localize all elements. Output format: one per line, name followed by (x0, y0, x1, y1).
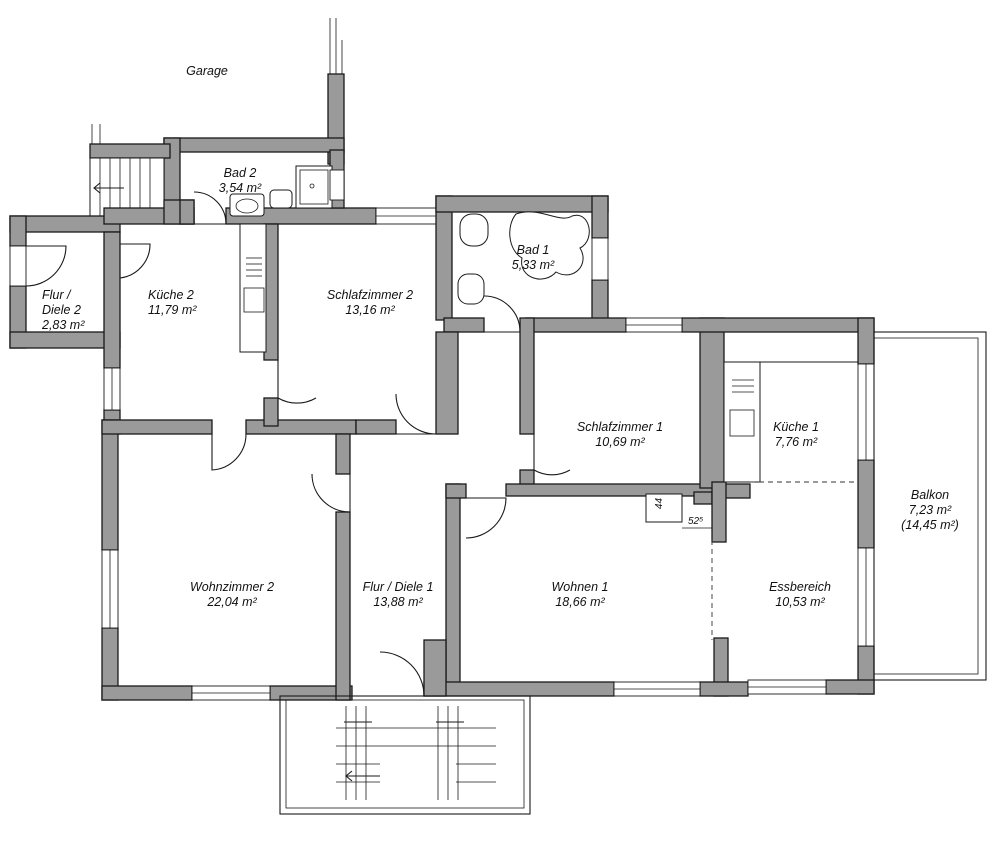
room-area: 2,83 m² (42, 318, 85, 332)
room-area: 18,66 m² (555, 595, 605, 609)
kueche-1-counter (723, 361, 858, 483)
room-bad-2: Bad 2 3,54 m² (219, 166, 261, 196)
garage-label: Garage (186, 64, 228, 78)
garage-wall (89, 18, 345, 209)
room-schlafzimmer-2: Schlafzimmer 2 13,16 m² (327, 288, 413, 318)
room-essbereich: Essbereich 10,53 m² (769, 580, 831, 610)
room-kueche-2: Küche 2 11,79 m² (148, 288, 196, 318)
door-swings (25, 191, 571, 697)
open-plan-divisions (711, 481, 858, 640)
room-area: 13,16 m² (345, 303, 395, 317)
kueche-2-counter (239, 223, 267, 353)
room-name: Küche 1 (773, 420, 819, 434)
windows-left-wing (9, 207, 437, 701)
room-area: 7,76 m² (774, 435, 818, 449)
room-name: Flur / Diele 1 (362, 580, 434, 594)
room-name: Wohnzimmer 2 (189, 580, 275, 594)
room-name: Bad 1 (516, 243, 550, 257)
walls-left-wing (9, 199, 377, 701)
chimney (645, 493, 712, 529)
room-area: 13,88 m² (373, 595, 423, 609)
chimney-width-dimension: 52⁵ (688, 516, 704, 527)
room-area: 10,53 m² (775, 595, 825, 609)
room-area: 7,23 m² (908, 503, 952, 517)
room-area: 3,54 m² (218, 181, 262, 195)
windows-center (591, 237, 875, 697)
entrance-stair (279, 695, 531, 815)
room-name: Flur / (42, 288, 71, 302)
room-schlafzimmer-1: Schlafzimmer 1 10,69 m² (577, 420, 663, 450)
room-area: 5,33 m² (511, 258, 555, 272)
room-flur-diele-2: Flur / Diele 2 2,83 m² (42, 288, 84, 333)
balcony (873, 331, 987, 681)
room-wohnzimmer-2: Wohnzimmer 2 22,04 m² (190, 580, 274, 610)
room-name: Essbereich (769, 580, 831, 594)
room-flur-diele-1: Flur / Diele 1 13,88 m² (363, 580, 434, 610)
bad-2-fixtures (229, 165, 345, 217)
room-wohnen-1: Wohnen 1 18,66 m² (552, 580, 609, 610)
room-name: Schlafzimmer 2 (326, 288, 414, 302)
room-area: 11,79 m² (148, 303, 197, 317)
room-name: Wohnen 1 (551, 580, 609, 594)
room-kueche-1: Küche 1 7,76 m² (773, 420, 819, 450)
room-name: Balkon (910, 488, 950, 502)
room-name: Küche 2 (148, 288, 194, 302)
room-name: Schlafzimmer 1 (576, 420, 664, 434)
room-name: Bad 2 (223, 166, 257, 180)
chimney-depth-dimension: 44 (654, 497, 666, 510)
bad-1-fixtures (457, 211, 590, 305)
room-area-2: (14,45 m²) (901, 518, 959, 532)
walls-center (355, 195, 875, 697)
room-bad-1: Bad 1 5,33 m² (512, 243, 554, 273)
room-area: 22,04 m² (207, 595, 257, 609)
room-balkon: Balkon 7,23 m² (14,45 m²) (901, 488, 959, 533)
room-area: 10,69 m² (595, 435, 645, 449)
room-name-2: Diele 2 (42, 303, 81, 317)
